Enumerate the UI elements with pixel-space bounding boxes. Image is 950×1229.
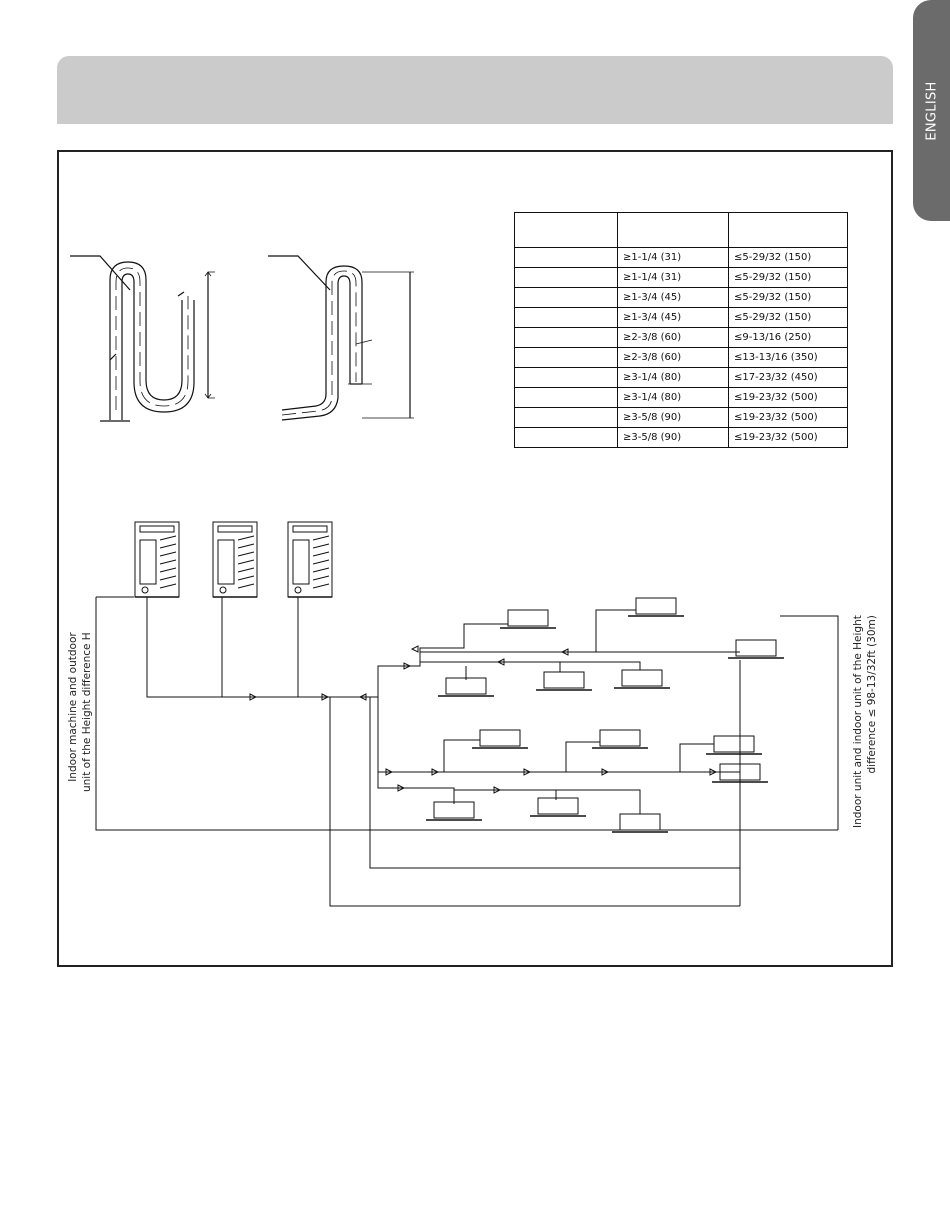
- table-cell: [514, 287, 618, 308]
- indoor-unit: [728, 639, 784, 659]
- table-row: ≥1-3/4 (45)≤5-29/32 (150): [514, 287, 848, 308]
- indoor-unit: [536, 671, 592, 691]
- indoor-unit: [712, 763, 768, 783]
- table-cell: ≤19-23/32 (500): [728, 427, 848, 448]
- indoor-unit: [530, 797, 586, 817]
- right-height-label: Indoor unit and indoor unit of the Heigh…: [851, 615, 879, 828]
- table-cell: [514, 267, 618, 288]
- table-header-cell: [728, 212, 848, 248]
- table-cell: ≥3-5/8 (90): [617, 427, 729, 448]
- indoor-unit: [706, 735, 762, 755]
- table-cell: ≥1-1/4 (31): [617, 267, 729, 288]
- indoor-unit: [472, 729, 528, 749]
- table-cell: [514, 327, 618, 348]
- table-cell: ≥1-3/4 (45): [617, 307, 729, 328]
- table-cell: [514, 247, 618, 268]
- indoor-unit: [628, 597, 684, 617]
- indoor-unit: [500, 609, 556, 629]
- indoor-unit: [438, 677, 494, 697]
- outdoor-unit-1: [134, 521, 180, 598]
- table-cell: ≤5-29/32 (150): [728, 267, 848, 288]
- table-cell: [514, 347, 618, 368]
- table-row: ≥3-5/8 (90)≤19-23/32 (500): [514, 427, 848, 448]
- pipe-spec-table: ≥1-1/4 (31)≤5-29/32 (150) ≥1-1/4 (31)≤5-…: [514, 212, 848, 448]
- table-cell: ≤5-29/32 (150): [728, 247, 848, 268]
- left-height-label-line1: Indoor machine and outdoor: [67, 632, 79, 782]
- table-cell: [514, 407, 618, 428]
- table-cell: ≥2-3/8 (60): [617, 327, 729, 348]
- table-row: ≥1-3/4 (45)≤5-29/32 (150): [514, 307, 848, 328]
- main-piping: [95, 596, 839, 907]
- table-row: ≥3-1/4 (80)≤17-23/32 (450): [514, 367, 848, 388]
- left-height-label-line2: unit of the Height difference H: [81, 632, 93, 792]
- table-row: ≥3-1/4 (80)≤19-23/32 (500): [514, 387, 848, 408]
- language-tab[interactable]: ENGLISH: [913, 0, 950, 221]
- right-height-label-line2: difference ≤ 98-13/32ft (30m): [866, 615, 878, 774]
- table-row: ≥1-1/4 (31)≤5-29/32 (150): [514, 267, 848, 288]
- table-cell: ≤19-23/32 (500): [728, 407, 848, 428]
- table-cell: ≥3-5/8 (90): [617, 407, 729, 428]
- table-row: ≥2-3/8 (60)≤13-13/16 (350): [514, 347, 848, 368]
- figure-frame: [57, 150, 893, 967]
- table-cell: ≥1-1/4 (31): [617, 247, 729, 268]
- table-cell: ≤13-13/16 (350): [728, 347, 848, 368]
- indoor-unit: [612, 813, 668, 833]
- table-cell: ≥3-1/4 (80): [617, 387, 729, 408]
- indoor-units: [426, 597, 784, 833]
- section-header-bar: [57, 56, 893, 124]
- table-cell: ≤5-29/32 (150): [728, 287, 848, 308]
- oil-trap-diagram-1: [70, 255, 215, 422]
- oil-trap-diagram-2: [268, 255, 414, 421]
- table-cell: ≥1-3/4 (45): [617, 287, 729, 308]
- indoor-unit: [426, 801, 482, 821]
- table-row: ≥2-3/8 (60)≤9-13/16 (250): [514, 327, 848, 348]
- outdoor-unit-2: [212, 521, 258, 598]
- right-height-label-line1: Indoor unit and indoor unit of the Heigh…: [852, 615, 864, 828]
- outdoor-unit-3: [287, 521, 333, 598]
- table-row: ≥1-1/4 (31)≤5-29/32 (150): [514, 247, 848, 268]
- table-cell: ≥3-1/4 (80): [617, 367, 729, 388]
- left-height-label: Indoor machine and outdoor unit of the H…: [66, 632, 94, 792]
- indoor-unit: [592, 729, 648, 749]
- table-header-cell: [514, 212, 618, 248]
- indoor-unit: [614, 669, 670, 689]
- table-row: ≥3-5/8 (90)≤19-23/32 (500): [514, 407, 848, 428]
- table-cell: ≤19-23/32 (500): [728, 387, 848, 408]
- table-cell: [514, 427, 618, 448]
- table-header-row: [514, 212, 848, 248]
- table-cell: ≤5-29/32 (150): [728, 307, 848, 328]
- table-header-cell: [617, 212, 729, 248]
- table-cell: [514, 387, 618, 408]
- table-cell: ≤17-23/32 (450): [728, 367, 848, 388]
- table-cell: ≥2-3/8 (60): [617, 347, 729, 368]
- table-cell: ≤9-13/16 (250): [728, 327, 848, 348]
- table-cell: [514, 367, 618, 388]
- table-cell: [514, 307, 618, 328]
